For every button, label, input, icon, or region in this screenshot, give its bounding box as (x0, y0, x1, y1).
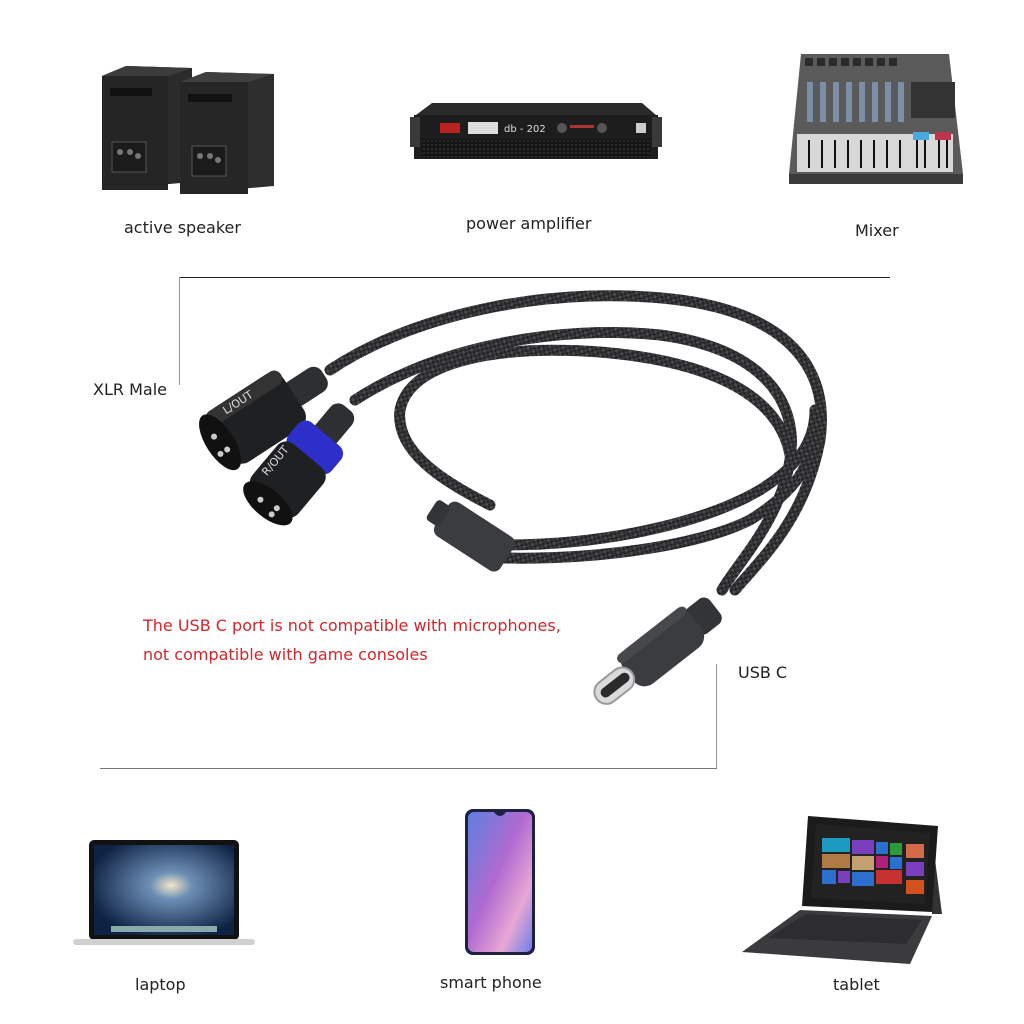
laptop-label: laptop (135, 975, 186, 994)
compatibility-warning: The USB C port is not compatible with mi… (143, 611, 561, 669)
warning-line-1: The USB C port is not compatible with mi… (143, 616, 561, 635)
mixer-image (787, 54, 965, 186)
amp-model-text: db - 202 (504, 124, 546, 135)
power-amplifier-image: db - 202 (410, 103, 662, 165)
xlr-male-label: XLR Male (93, 380, 167, 399)
tablet-label: tablet (833, 975, 880, 994)
xlr-to-usbc-cable-image: L/OUT R/OUT (150, 290, 850, 710)
usb-bracket-vertical-line (716, 664, 717, 769)
xlr-bracket-top-line (179, 277, 890, 278)
laptop-image (71, 838, 257, 948)
smart-phone-image (464, 808, 536, 956)
tablet-image (742, 814, 942, 966)
y-splitter (426, 500, 515, 572)
usb-bracket-bottom-line (100, 768, 717, 769)
xlr-bracket-vertical-line (179, 277, 180, 385)
smart-phone-label: smart phone (440, 973, 542, 992)
usb-c-label: USB C (738, 663, 788, 682)
active-speaker-image (96, 64, 281, 196)
power-amplifier-label: power amplifier (466, 214, 592, 233)
active-speaker-label: active speaker (124, 218, 241, 237)
mixer-label: Mixer (855, 221, 899, 240)
warning-line-2: not compatible with game consoles (143, 645, 428, 664)
